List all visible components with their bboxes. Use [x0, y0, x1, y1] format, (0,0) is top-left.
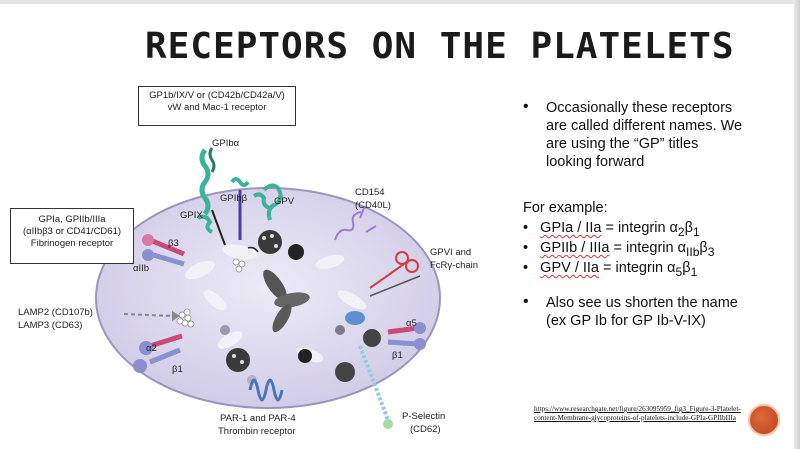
bullet-1-line-1: Occasionally these receptors [546, 100, 733, 116]
gpia-label-box: GPIa, GPIIb/IIIa (αIIbβ3 or CD41/CD61) F… [10, 208, 134, 264]
example-2-lhs: GPIIb / IIIa [540, 240, 610, 256]
example-2-sub1: IIb [685, 244, 700, 259]
lamp-arrow [123, 313, 173, 317]
example-3-mid: β [682, 260, 691, 276]
gpia-box-line3: Fibrinogen receptor [30, 238, 114, 249]
example-1-rhs: = integrin α [605, 220, 678, 236]
example-2-mid: β [699, 240, 708, 256]
gpvi-receptor [369, 251, 421, 297]
example-1-mid: β [684, 220, 693, 236]
slide-top-border [0, 0, 800, 4]
label-gpix: GPIX [180, 210, 203, 221]
example-row-3: • GPV / IIa = integrin α5β1 [523, 260, 697, 279]
label-gpvi-2: FcRγ-chain [430, 260, 479, 271]
label-alpha2b: αIIb [133, 263, 150, 274]
integrin-a2b1 [133, 333, 183, 373]
bullet-marker-1: • [523, 98, 529, 115]
gp1b-box-line1: GP1b/IX/V or (CD42b/CD42a/V) [149, 90, 285, 101]
example-row-1: • GPIa / IIa = integrin α2β1 [523, 220, 700, 239]
gp1b-box-line2: vW and Mac-1 receptor [167, 102, 267, 113]
bullet-1-text: Occasionally these receptors are called … [546, 99, 791, 171]
label-cd154: CD154 [355, 187, 385, 198]
label-gpv: GPV [274, 196, 295, 207]
slide-right-border [794, 0, 800, 449]
slide-title: RECEPTORS ON THE PLATELETS [145, 26, 735, 67]
label-gpvi-1: GPVI and [430, 247, 472, 258]
p-selectin-receptor [358, 345, 393, 429]
label-beta1-left: β1 [172, 364, 183, 375]
bullet-2-line-2: (ex GP Ib for GP Ib-V-IX) [546, 313, 706, 329]
par-receptor [248, 378, 284, 402]
label-lamp2: LAMP2 (CD107b) [18, 307, 93, 318]
reference-link[interactable]: https://www.researchgate.net/figure/2630… [534, 405, 741, 422]
label-gpibb: GPIbβ [220, 193, 248, 204]
bullet-1-line-4: looking forward [546, 154, 645, 170]
platelet-diagram [95, 147, 441, 429]
bullet-marker-2: • [523, 293, 529, 310]
label-par-2: Thrombin receptor [218, 426, 296, 437]
label-psel-2: (CD62) [410, 424, 441, 435]
label-cd40l: (CD40L) [355, 200, 391, 211]
for-example-heading: For example: [523, 200, 608, 216]
gp1b-label-box: GP1b/IX/V or (CD42b/CD42a/V) vW and Mac-… [138, 86, 296, 126]
example-row-2: • GPIIb / IIIa = integrin αIIbβ3 [523, 240, 714, 259]
label-alpha2: α2 [146, 343, 157, 354]
example-3-sub2: 1 [690, 264, 698, 279]
label-gpiba: GPIbα [212, 138, 240, 149]
example-1-sub1: 2 [677, 224, 685, 239]
label-alpha5: α5 [406, 318, 417, 329]
decorative-circle [748, 404, 780, 436]
example-3-rhs: = integrin α [603, 260, 676, 276]
cd154-receptor [334, 207, 377, 241]
integrin-a5b1 [387, 322, 426, 350]
example-3-sub1: 5 [675, 264, 683, 279]
bullet-1-line-3: are using the “GP” titles [546, 136, 699, 152]
example-bullet: • [523, 240, 529, 256]
example-bullet: • [523, 220, 529, 236]
label-par-1: PAR-1 and PAR-4 [220, 413, 296, 424]
bullet-2-text: Also see us shorten the name (ex GP Ib f… [546, 294, 791, 330]
label-beta1-right: β1 [392, 350, 403, 361]
gp1b-complex [197, 147, 283, 253]
example-1-sub2: 1 [692, 224, 700, 239]
platelet-cell-body [95, 187, 441, 409]
bullet-1-line-2: are called different names. We [546, 118, 743, 134]
example-1-lhs: GPIa / IIa [540, 220, 602, 236]
example-2-sub2: 3 [707, 244, 715, 259]
example-bullet: • [523, 260, 529, 276]
bullet-2-line-1: Also see us shorten the name [546, 295, 738, 311]
example-3-lhs: GPV / IIa [540, 260, 600, 276]
example-2-rhs: = integrin α [613, 240, 686, 256]
label-psel-1: P-Selectin [402, 411, 446, 422]
integrin-aiibb3 [142, 234, 185, 267]
gpia-box-line2: (αIIbβ3 or CD41/CD61) [22, 226, 122, 237]
label-lamp3: LAMP3 (CD63) [18, 320, 83, 331]
gpia-box-line1: GPIa, GPIIb/IIIa [38, 214, 106, 225]
label-beta3: β3 [168, 238, 179, 249]
organelles [176, 230, 381, 385]
